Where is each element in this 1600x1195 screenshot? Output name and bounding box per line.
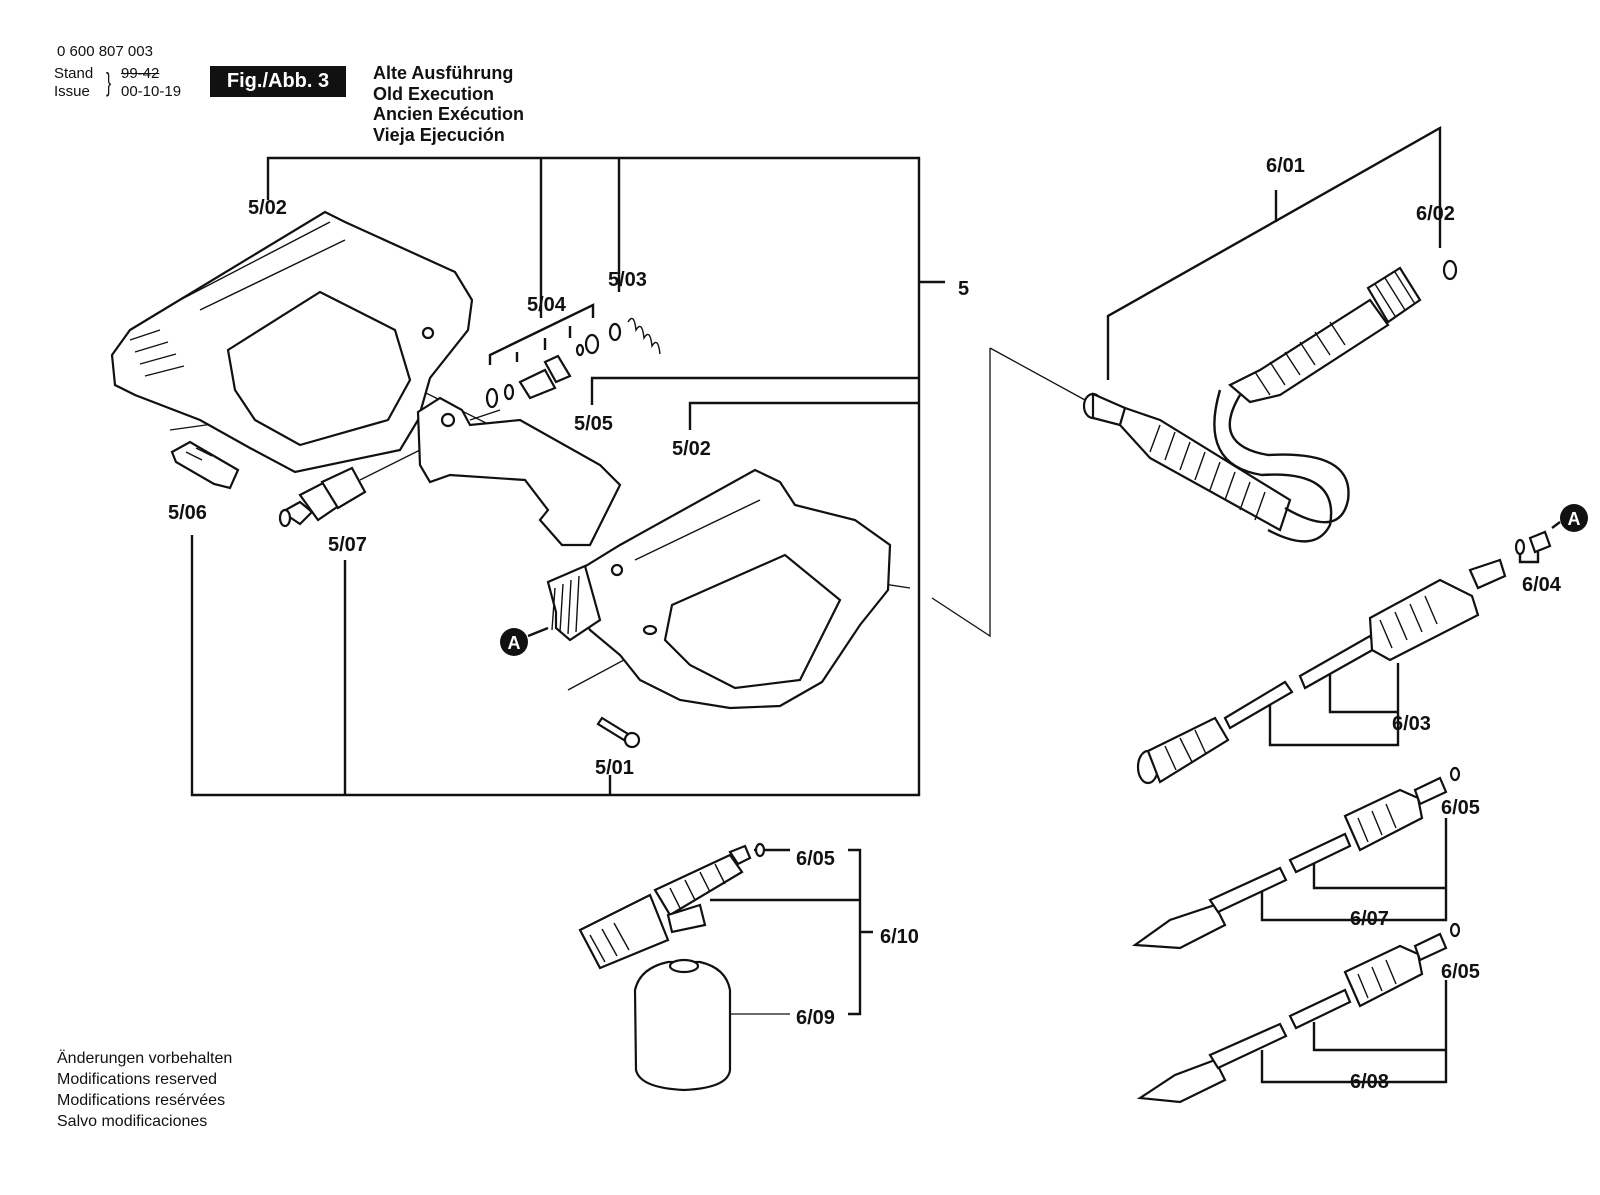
spray-lance-6-03 <box>1136 530 1552 785</box>
callout-6-02: 6/02 <box>1416 203 1455 225</box>
note-fr: Modifications resérvées <box>57 1092 226 1109</box>
marker-a-right: A <box>1551 504 1588 532</box>
callout-5-06: 5/06 <box>168 502 207 524</box>
callout-5-02-left: 5/02 <box>248 197 287 219</box>
title-de: Alte Ausführung <box>373 63 514 83</box>
callout-6-01: 6/01 <box>1266 155 1305 177</box>
title-en: Old Execution <box>373 83 495 104</box>
handle-half-left <box>110 210 474 474</box>
title-es: Vieja Ejecución <box>373 124 505 145</box>
brace-symbol: } <box>106 67 112 97</box>
spring <box>608 317 661 355</box>
svg-text:A: A <box>508 633 521 653</box>
valve-stem <box>485 333 600 409</box>
modifications-note: Änderungen vorbehalten Modifications res… <box>57 1048 232 1132</box>
bracket-6-07 <box>1260 818 1448 922</box>
screw <box>596 716 641 749</box>
callout-5-04: 5/04 <box>527 294 567 316</box>
bracket-6-04 <box>1518 552 1540 564</box>
figure-label: Fig./Abb. 3 <box>210 66 346 97</box>
note-en: Modifications reserved <box>57 1071 218 1088</box>
note-de: Änderungen vorbehalten <box>57 1050 233 1067</box>
callout-5-03: 5/03 <box>608 269 647 291</box>
spray-lance-6-08 <box>1136 922 1461 1104</box>
trigger-lever <box>416 396 622 547</box>
note-es: Salvo modificaciones <box>57 1113 208 1130</box>
group-6-01-bracket <box>1106 125 1442 380</box>
spray-lance-6-07 <box>1131 766 1461 950</box>
title-fr: Ancien Exécution <box>373 104 525 124</box>
marker-a-left: A <box>500 626 549 656</box>
stand-label: Stand <box>54 65 94 82</box>
callout-5-01: 5/01 <box>595 757 634 779</box>
issue-label: Issue <box>54 83 90 100</box>
high-pressure-hose <box>1082 259 1458 543</box>
callout-6-04: 6/04 <box>1522 574 1562 596</box>
issue-value: 00-10-19 <box>121 83 182 100</box>
handle-half-right <box>546 468 892 710</box>
bracket-6-03 <box>1268 663 1400 747</box>
callout-labels: 5/02 5/04 5/03 5 5/05 5/02 5/06 5/07 5/0… <box>168 155 1562 1093</box>
callout-6-07: 6/07 <box>1350 908 1389 930</box>
callout-6-05-lance2: 6/05 <box>1441 961 1480 983</box>
callout-6-05-foam: 6/05 <box>796 848 835 870</box>
callout-6-09: 6/09 <box>796 1007 835 1029</box>
svg-text:A: A <box>1568 509 1581 529</box>
callout-6-08: 6/08 <box>1350 1071 1389 1093</box>
callout-5: 5 <box>958 278 969 300</box>
callout-5-07: 5/07 <box>328 534 367 556</box>
callout-5-05: 5/05 <box>574 413 613 435</box>
title-block: Alte Ausführung Old Execution Ancien Exé… <box>373 63 524 145</box>
detergent-bottle <box>633 958 732 1092</box>
foam-nozzle <box>578 842 766 970</box>
part-number: 0 600 807 003 <box>57 43 153 60</box>
bracket-6-08 <box>1260 980 1448 1084</box>
group-5-bracket <box>190 156 945 797</box>
latch-clip <box>170 440 240 490</box>
callout-5-02-right: 5/02 <box>672 438 711 460</box>
callout-6-10: 6/10 <box>880 926 919 948</box>
stand-value: 99-42 <box>121 65 160 82</box>
bracket-6-10 <box>710 848 873 1016</box>
callout-6-03: 6/03 <box>1392 713 1431 735</box>
callout-6-05-lance1: 6/05 <box>1441 797 1480 819</box>
connector-sleeve <box>278 466 367 528</box>
